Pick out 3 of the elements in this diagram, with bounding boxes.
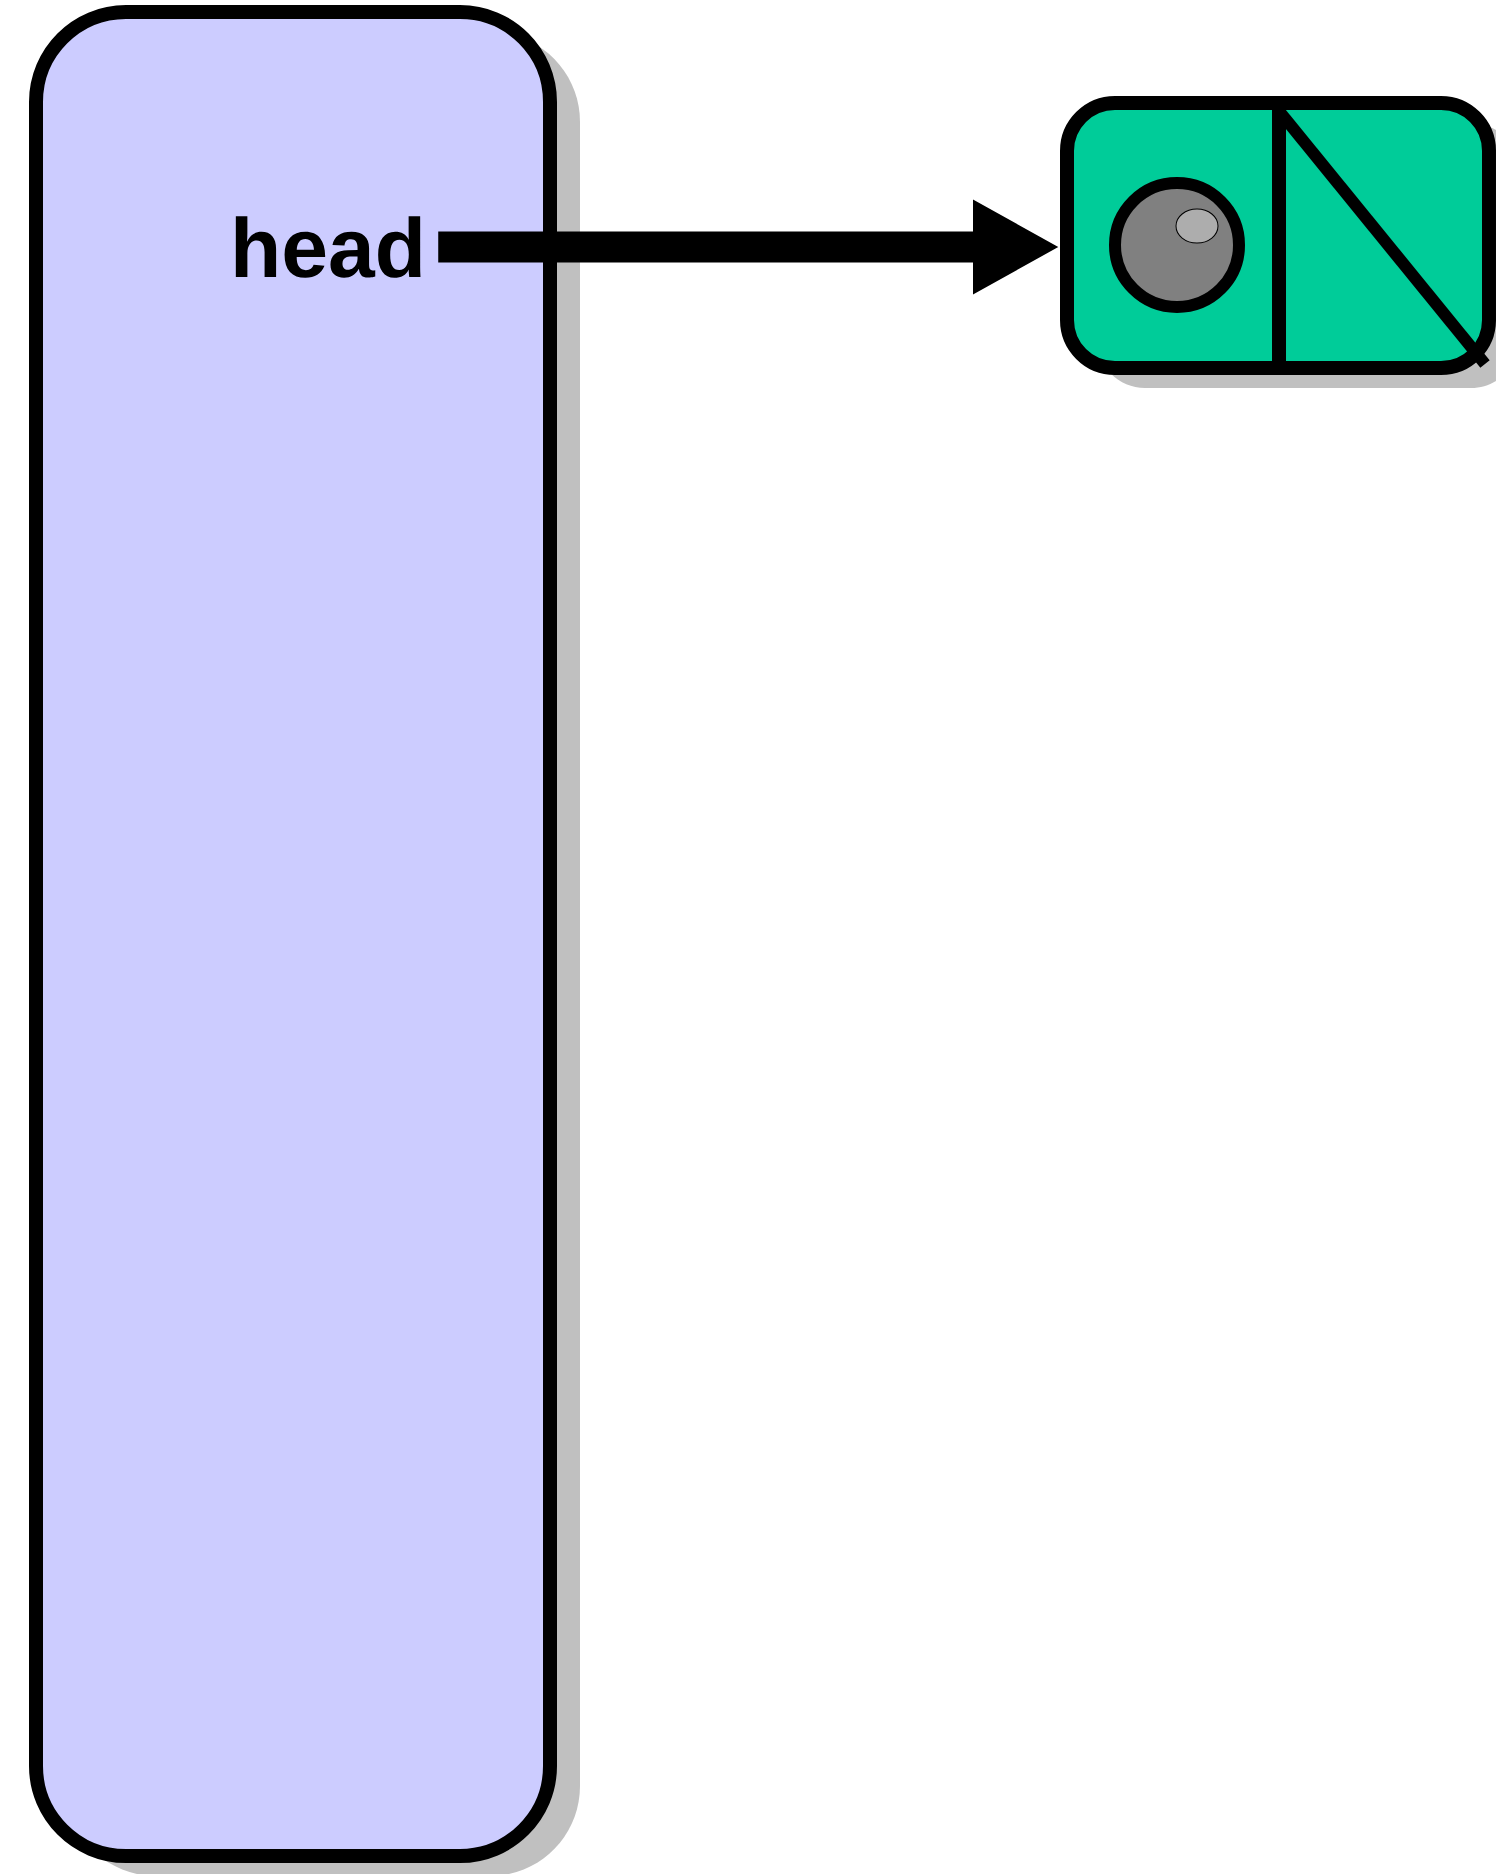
frame-box (29, 5, 580, 1874)
list-node-drawing (1060, 96, 1496, 388)
pointer-label: head (235, 216, 421, 278)
